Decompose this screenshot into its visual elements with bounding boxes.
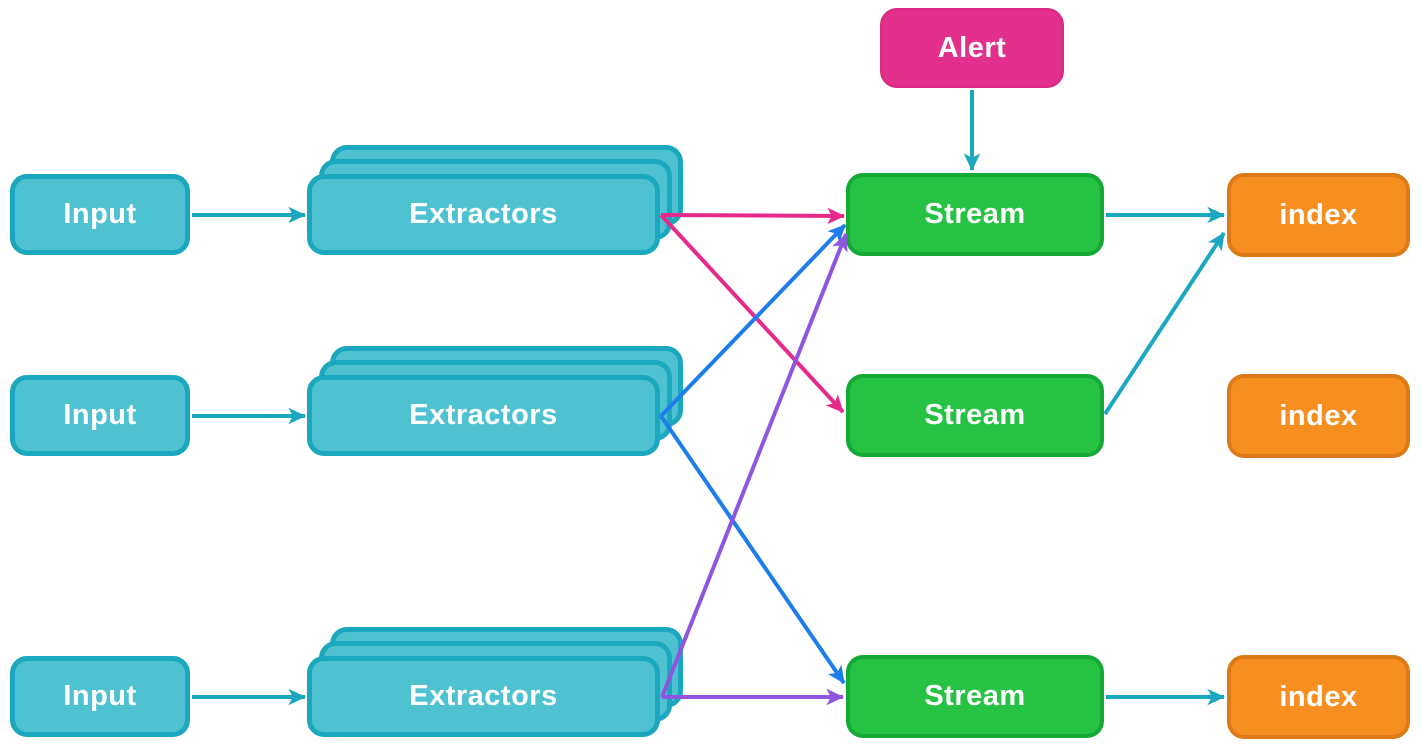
node-extractors-2: Extractors <box>307 375 660 456</box>
node-input-1-label: Input <box>63 198 137 230</box>
node-extractors-1-label: Extractors <box>409 198 558 230</box>
node-stream-2: Stream <box>846 374 1104 457</box>
node-alert-label: Alert <box>937 31 1007 64</box>
node-input-3-label: Input <box>63 680 137 712</box>
node-input-1: Input <box>10 174 190 255</box>
node-index-2: index <box>1227 374 1410 458</box>
node-index-1-label: index <box>1279 198 1358 231</box>
node-input-3: Input <box>10 656 190 737</box>
node-extractors-2-label: Extractors <box>409 399 558 431</box>
node-index-2-label: index <box>1279 399 1358 432</box>
node-stream-2-label: Stream <box>924 399 1026 431</box>
node-extractors-3-label: Extractors <box>409 680 558 712</box>
node-stream-3: Stream <box>846 655 1104 738</box>
node-alert: Alert <box>880 8 1064 88</box>
node-stream-1-label: Stream <box>924 198 1026 230</box>
node-index-3: index <box>1227 655 1410 739</box>
node-extractors-1: Extractors <box>307 174 660 255</box>
node-input-2: Input <box>10 375 190 456</box>
node-index-1: index <box>1227 173 1410 257</box>
node-index-3-label: index <box>1279 680 1358 713</box>
node-extractors-3: Extractors <box>307 656 660 737</box>
node-input-2-label: Input <box>63 399 137 431</box>
node-stream-3-label: Stream <box>924 680 1026 712</box>
node-stream-1: Stream <box>846 173 1104 256</box>
